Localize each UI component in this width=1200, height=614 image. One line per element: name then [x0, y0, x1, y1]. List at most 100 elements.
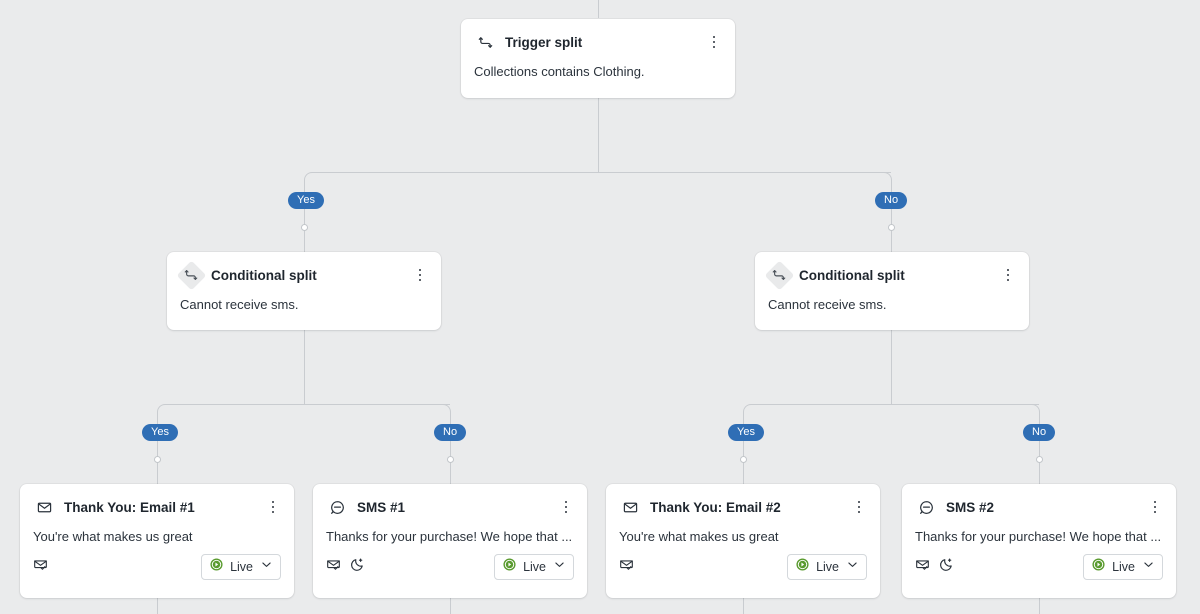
status-dropdown[interactable]: Live: [201, 554, 281, 580]
envelope-icon: [619, 496, 641, 518]
split-icon: [474, 31, 496, 53]
card-title: Conditional split: [211, 267, 317, 283]
connector-top-trunk: [598, 0, 599, 18]
connector-corner-left-3: [743, 404, 752, 413]
footer-icon-group: [33, 557, 201, 577]
card-footer: Live: [20, 544, 294, 592]
status-label: Live: [523, 560, 546, 574]
play-circle-icon: [796, 558, 809, 576]
card-header: Conditional split: [755, 252, 1029, 286]
branch-label-no-3: No: [1023, 424, 1056, 441]
branch-label-no-1: No: [875, 192, 908, 209]
status-dropdown[interactable]: Live: [1083, 554, 1163, 580]
connector-tail-sms-2: [1039, 598, 1040, 614]
sms-bubble-icon: [326, 496, 348, 518]
sms-bubble-icon: [915, 496, 937, 518]
node-card-trigger-split[interactable]: Trigger split Collections contains Cloth…: [461, 19, 735, 98]
chevron-down-icon: [1142, 558, 1155, 576]
connector-trigger-down: [598, 97, 599, 172]
status-label: Live: [1112, 560, 1135, 574]
node-card-sms-1[interactable]: SMS #1 Thanks for your purchase! We hope…: [313, 484, 587, 598]
connector-yes-drop-2: [157, 412, 158, 485]
card-body-text: Thanks for your purchase! We hope that .…: [326, 529, 573, 544]
card-header: Conditional split: [167, 252, 441, 286]
branch-label-yes-1: Yes: [288, 192, 324, 209]
connector-no-drop-3: [1039, 412, 1040, 485]
envelope-check-icon: [915, 557, 930, 577]
card-header: SMS #1: [313, 484, 587, 518]
status-label: Live: [816, 560, 839, 574]
card-title: SMS #2: [946, 499, 995, 515]
node-card-email-2[interactable]: Thank You: Email #2 You're what makes us…: [606, 484, 880, 598]
moon-icon: [350, 557, 365, 577]
card-body-text: Thanks for your purchase! We hope that .…: [915, 529, 1162, 544]
branch-label-yes-3: Yes: [728, 424, 764, 441]
status-label: Live: [230, 560, 253, 574]
node-card-sms-2[interactable]: SMS #2 Thanks for your purchase! We hope…: [902, 484, 1176, 598]
play-circle-icon: [1092, 558, 1105, 576]
connector-tail-sms-1: [450, 598, 451, 614]
card-body-text: You're what makes us great: [619, 529, 779, 544]
node-card-conditional-split-left[interactable]: Conditional split Cannot receive sms.: [167, 252, 441, 330]
card-header: Thank You: Email #2: [606, 484, 880, 518]
envelope-check-icon: [619, 557, 634, 577]
kebab-menu-icon[interactable]: [412, 264, 428, 286]
connector-bus-1: [312, 172, 891, 173]
connector-node-no-3[interactable]: [1036, 456, 1043, 463]
footer-icon-group: [619, 557, 787, 577]
node-card-email-1[interactable]: Thank You: Email #1 You're what makes us…: [20, 484, 294, 598]
connector-corner-left-2: [157, 404, 166, 413]
card-header: SMS #2: [902, 484, 1176, 518]
connector-yes-drop-3: [743, 412, 744, 485]
chevron-down-icon: [553, 558, 566, 576]
kebab-menu-icon[interactable]: [1000, 264, 1016, 286]
connector-corner-right-3: [1031, 404, 1040, 413]
kebab-menu-icon[interactable]: [851, 496, 867, 518]
connector-node-yes-2[interactable]: [154, 456, 161, 463]
moon-icon: [939, 557, 954, 577]
connector-no-drop-1: [891, 180, 892, 253]
card-title: SMS #1: [357, 499, 406, 515]
status-dropdown[interactable]: Live: [787, 554, 867, 580]
card-body-text: You're what makes us great: [33, 529, 193, 544]
connector-node-no-1[interactable]: [888, 224, 895, 231]
footer-icon-group: [915, 557, 1083, 577]
envelope-icon: [33, 496, 55, 518]
play-circle-icon: [503, 558, 516, 576]
card-header: Thank You: Email #1: [20, 484, 294, 518]
card-title: Thank You: Email #2: [650, 499, 781, 515]
kebab-menu-icon[interactable]: [1147, 496, 1163, 518]
chevron-down-icon: [260, 558, 273, 576]
node-card-conditional-split-right[interactable]: Conditional split Cannot receive sms.: [755, 252, 1029, 330]
card-title: Thank You: Email #1: [64, 499, 195, 515]
play-circle-icon: [210, 558, 223, 576]
footer-icon-group: [326, 557, 494, 577]
kebab-menu-icon[interactable]: [558, 496, 574, 518]
connector-bus-3: [751, 404, 1039, 405]
connector-cond-right-down: [891, 329, 892, 404]
branch-label-yes-2: Yes: [142, 424, 178, 441]
connector-node-yes-3[interactable]: [740, 456, 747, 463]
kebab-menu-icon[interactable]: [706, 31, 722, 53]
card-title: Trigger split: [505, 34, 583, 50]
connector-node-no-2[interactable]: [447, 456, 454, 463]
card-body-text: Collections contains Clothing.: [474, 64, 645, 79]
card-footer: Live: [902, 544, 1176, 592]
split-icon: [768, 264, 790, 286]
envelope-check-icon: [33, 557, 48, 577]
connector-cond-left-down: [304, 329, 305, 404]
connector-corner-right-1: [883, 172, 892, 181]
connector-node-yes-1[interactable]: [301, 224, 308, 231]
connector-corner-right-2: [442, 404, 451, 413]
card-body-text: Cannot receive sms.: [768, 297, 887, 312]
status-dropdown[interactable]: Live: [494, 554, 574, 580]
connector-no-drop-2: [450, 412, 451, 485]
card-footer: Live: [606, 544, 880, 592]
kebab-menu-icon[interactable]: [265, 496, 281, 518]
branch-label-no-2: No: [434, 424, 467, 441]
connector-tail-email-1: [157, 598, 158, 614]
chevron-down-icon: [846, 558, 859, 576]
connector-corner-left-1: [304, 172, 313, 181]
card-body-text: Cannot receive sms.: [180, 297, 299, 312]
